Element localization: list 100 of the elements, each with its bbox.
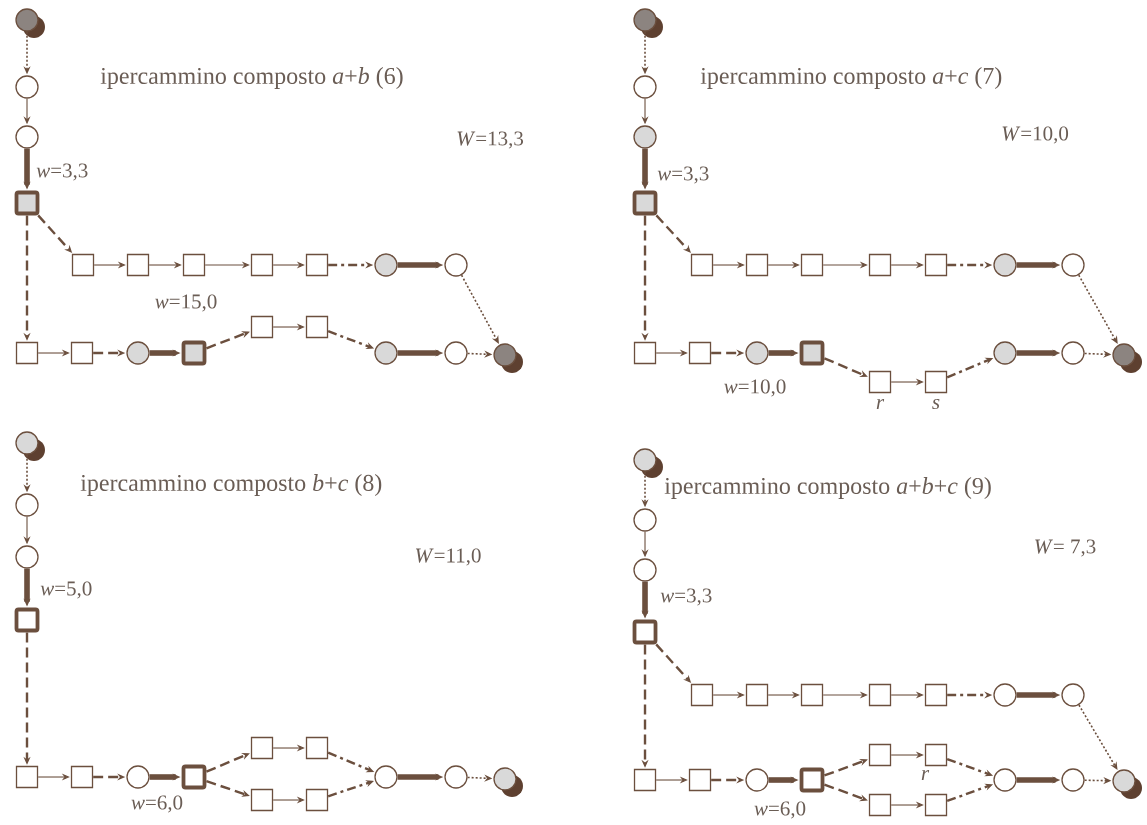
circle-node (374, 765, 398, 789)
square-node (126, 253, 150, 277)
square-node (688, 768, 712, 792)
square-node (745, 683, 769, 707)
total-weight-label: W=13,3 (457, 131, 523, 149)
weight-label: w=10,0 (724, 379, 786, 397)
circle-node (444, 341, 468, 365)
square-node (690, 683, 714, 707)
square-node (633, 768, 657, 792)
square-node (924, 683, 948, 707)
double-circle-node (15, 8, 45, 38)
square-node (868, 793, 892, 817)
square-node (632, 190, 658, 216)
circle-node (374, 341, 398, 365)
square-node (250, 788, 274, 812)
panel-title: ipercammino composto a+b (6) (100, 67, 403, 89)
double-circle-node (633, 448, 663, 478)
weight-label: w=3,3 (660, 588, 712, 606)
circle-node (993, 253, 1017, 277)
square-node (305, 253, 329, 277)
arrow (823, 357, 868, 377)
panel-title: ipercammino composto a+c (7) (700, 67, 1002, 89)
arrow (206, 331, 250, 350)
circle-node (126, 765, 150, 789)
square-node (924, 253, 948, 277)
double-circle-node (15, 431, 45, 461)
circle-node (15, 545, 39, 569)
square-node (70, 341, 94, 365)
square-node (71, 253, 95, 277)
arrow (460, 274, 499, 344)
square-node (688, 341, 712, 365)
weight-label: w=3,3 (657, 166, 709, 184)
square-node (250, 736, 274, 760)
total-weight-label: W=11,0 (415, 548, 481, 566)
circle-node (15, 125, 39, 149)
circle-node (444, 253, 468, 277)
weight-label: s (932, 398, 940, 410)
circle-node (633, 508, 657, 532)
square-node (15, 765, 39, 789)
weight-label: w=3,3 (36, 163, 88, 181)
circle-node (374, 253, 398, 277)
arrow (327, 780, 374, 798)
weight-label: w=5,0 (40, 581, 92, 599)
weight-label: w=6,0 (754, 801, 806, 819)
square-node (924, 793, 948, 817)
square-node (633, 341, 657, 365)
square-node (305, 736, 329, 760)
circle-node (1061, 341, 1085, 365)
square-node (250, 315, 274, 339)
square-node (632, 619, 658, 645)
square-node (800, 253, 824, 277)
circle-node (444, 765, 468, 789)
circle-node (15, 75, 39, 99)
total-weight-label: W= 7,3 (1035, 539, 1096, 557)
square-node (14, 190, 40, 216)
double-circle-node (493, 767, 523, 797)
square-node (181, 340, 207, 366)
square-node (305, 788, 329, 812)
weight-label: r (876, 399, 885, 409)
square-node (799, 767, 825, 793)
circle-node (15, 493, 39, 517)
square-node (250, 253, 274, 277)
arrow (205, 753, 250, 773)
double-circle-node (1112, 343, 1142, 373)
square-node (924, 743, 948, 767)
circle-node (993, 341, 1017, 365)
circle-node (993, 683, 1017, 707)
square-node (868, 370, 892, 394)
arrow (1077, 274, 1118, 344)
weight-label: r (921, 770, 930, 780)
square-node (868, 253, 892, 277)
circle-node (633, 75, 657, 99)
circle-node (1061, 253, 1085, 277)
square-node (745, 253, 769, 277)
circle-node (126, 341, 150, 365)
circle-node (1061, 683, 1085, 707)
total-weight-label: W=10,0 (1002, 126, 1069, 144)
circle-node (633, 125, 657, 149)
square-node (690, 253, 714, 277)
square-node (799, 340, 825, 366)
circle-node (745, 768, 769, 792)
panel-title: ipercammino composto b+c (8) (80, 474, 382, 496)
circle-node (745, 341, 769, 365)
square-node (868, 743, 892, 767)
square-node (924, 370, 948, 394)
square-node (70, 765, 94, 789)
double-circle-node (1112, 769, 1142, 799)
double-circle-node (493, 343, 523, 373)
square-node (14, 607, 40, 633)
double-circle-node (633, 8, 663, 38)
circle-node (633, 558, 657, 582)
square-node (182, 253, 206, 277)
square-node (800, 683, 824, 707)
square-node (305, 315, 329, 339)
square-node (181, 764, 207, 790)
panel-title: ipercammino composto a+b+c (9) (664, 477, 991, 499)
circle-node (1061, 768, 1085, 792)
square-node (868, 683, 892, 707)
weight-label: w=6,0 (131, 795, 183, 813)
circle-node (993, 768, 1017, 792)
